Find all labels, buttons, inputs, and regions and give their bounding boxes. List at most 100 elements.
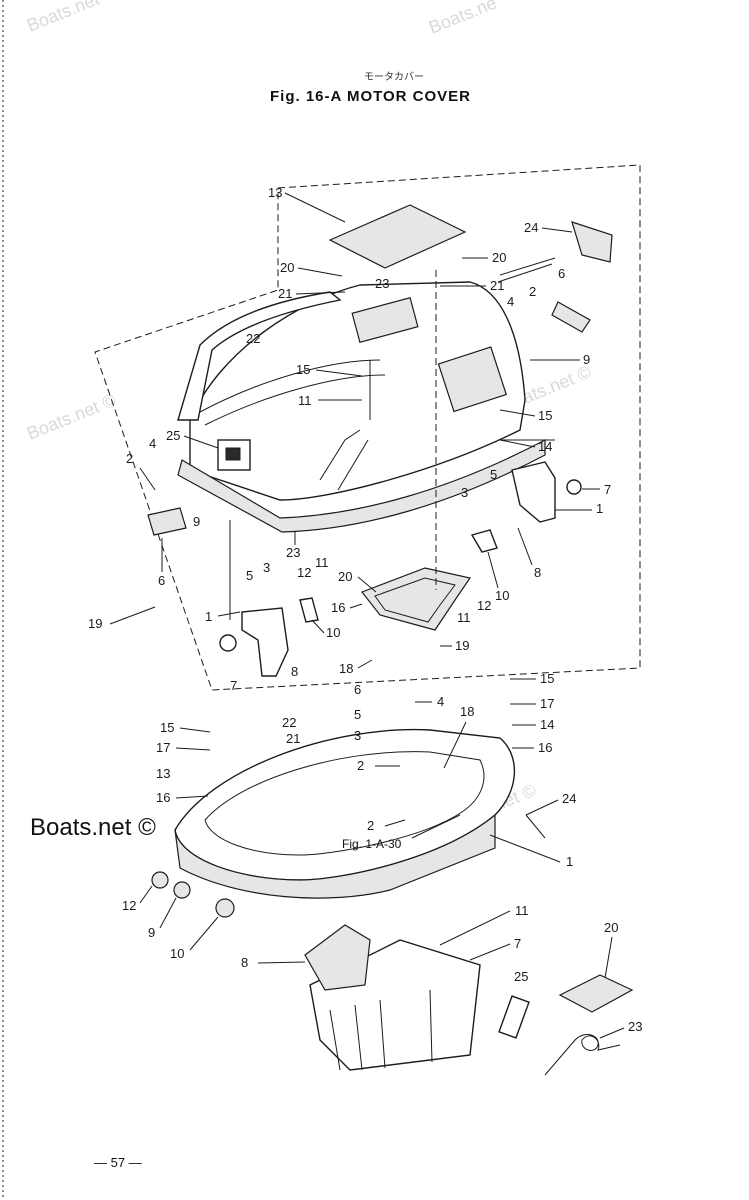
bottom-case-frame xyxy=(304,924,371,991)
grip-block-right xyxy=(551,301,591,333)
callout: 10 xyxy=(495,588,509,603)
watermark-inline: Boats.net © xyxy=(30,814,156,841)
release-cable xyxy=(497,257,556,283)
callout: 16 xyxy=(538,740,552,755)
callout: 10 xyxy=(326,625,340,640)
callout: 25 xyxy=(166,428,180,443)
callout: 13 xyxy=(156,766,170,781)
callout: 5 xyxy=(490,467,497,482)
callout: 4 xyxy=(437,694,444,709)
callout: 11 xyxy=(298,393,312,408)
callout: 23 xyxy=(628,1019,642,1034)
spring-coil xyxy=(544,1034,621,1076)
callout: 8 xyxy=(241,955,248,970)
bottom-case-rib xyxy=(354,1004,363,1071)
callout: 6 xyxy=(158,573,165,588)
callout: 3 xyxy=(354,728,361,743)
top-cowl-rim xyxy=(177,439,546,533)
top-cowl-shell xyxy=(189,281,526,501)
callout: 14 xyxy=(540,717,554,732)
callout: 25 xyxy=(514,969,528,984)
callout: 7 xyxy=(604,482,611,497)
callout: 20 xyxy=(338,569,352,584)
callout: 21 xyxy=(286,731,300,746)
latch-bracket-left xyxy=(241,607,289,677)
figure-title: Fig. 16-A MOTOR COVER xyxy=(270,88,471,105)
callout: 4 xyxy=(149,436,156,451)
callout: 7 xyxy=(230,678,237,693)
callout: 7 xyxy=(514,936,521,951)
japanese-caption: モータカバー xyxy=(364,71,424,83)
grommet-10 xyxy=(215,898,235,918)
callout: 22 xyxy=(282,715,296,730)
bottom-case-rib xyxy=(379,999,386,1069)
callout: 11 xyxy=(515,903,529,918)
grommet-12 xyxy=(151,871,169,889)
callout: 16 xyxy=(331,600,345,615)
callout: 1 xyxy=(566,854,573,869)
callout: 9 xyxy=(148,925,155,940)
washer-right xyxy=(566,479,582,495)
page-number: — 57 — xyxy=(94,1155,142,1170)
callout: 21 xyxy=(490,278,504,293)
callout: 12 xyxy=(122,898,136,913)
callout: 16 xyxy=(156,790,170,805)
top-cowl-stripe xyxy=(199,359,386,491)
callout: 2 xyxy=(126,451,133,466)
seal-gasket-inner xyxy=(374,577,456,623)
hook-right xyxy=(470,529,498,553)
callout: 15 xyxy=(296,362,310,377)
callout: 12 xyxy=(297,565,311,580)
callout: 15 xyxy=(160,720,174,735)
lower-cowl-rim xyxy=(174,813,496,899)
callout: 18 xyxy=(339,661,353,676)
callout: 3 xyxy=(461,485,468,500)
release-clip xyxy=(571,221,613,263)
bottom-case-rib xyxy=(329,1009,341,1071)
callout: 5 xyxy=(246,568,253,583)
callout: 18 xyxy=(460,704,474,719)
lower-cowl-inner xyxy=(204,751,485,856)
callout: 21 xyxy=(278,286,292,301)
callout: 10 xyxy=(170,946,184,961)
cowl-latch-slot xyxy=(225,447,241,461)
callout: 5 xyxy=(354,707,361,722)
damper-tube xyxy=(498,995,530,1039)
callout: 9 xyxy=(193,514,200,529)
reference-leader xyxy=(411,814,461,839)
bottom-case-rib xyxy=(429,989,433,1063)
callout: 23 xyxy=(286,545,300,560)
cowl-air-vent xyxy=(351,297,419,343)
hook-left xyxy=(299,597,319,623)
grip-strap xyxy=(177,291,342,421)
callout: 19 xyxy=(455,638,469,653)
callout: 2 xyxy=(367,818,374,833)
callout: 24 xyxy=(562,791,576,806)
callout: 19 xyxy=(88,616,102,631)
callout: 14 xyxy=(538,439,552,454)
callout: 1 xyxy=(596,501,603,516)
callout: 8 xyxy=(291,664,298,679)
top-cover-plate xyxy=(328,204,467,269)
cowl-latch xyxy=(217,439,251,471)
callout: 6 xyxy=(354,682,361,697)
cowl-name-panel xyxy=(437,346,508,413)
callout: 15 xyxy=(538,408,552,423)
callout: 23 xyxy=(375,276,389,291)
figure-reference-note: Fig. 1-A-30 xyxy=(342,837,402,851)
callout: 8 xyxy=(534,565,541,580)
callout: 17 xyxy=(540,696,554,711)
callouts-upper: 13 24 20 20 23 21 21 6 22 4 2 9 15 11 15… xyxy=(88,185,611,693)
callout: 9 xyxy=(583,352,590,367)
watermark-top-left: Boats.net xyxy=(24,0,102,36)
callout: 22 xyxy=(246,331,260,346)
callout: 4 xyxy=(507,294,514,309)
grip-block-left xyxy=(147,507,187,536)
callout: 3 xyxy=(263,560,270,575)
watermark-top-right: Boats.ne xyxy=(426,0,499,38)
callout: 13 xyxy=(268,185,282,200)
callout: 1 xyxy=(205,609,212,624)
callout: 24 xyxy=(524,220,538,235)
callout: 20 xyxy=(280,260,294,275)
